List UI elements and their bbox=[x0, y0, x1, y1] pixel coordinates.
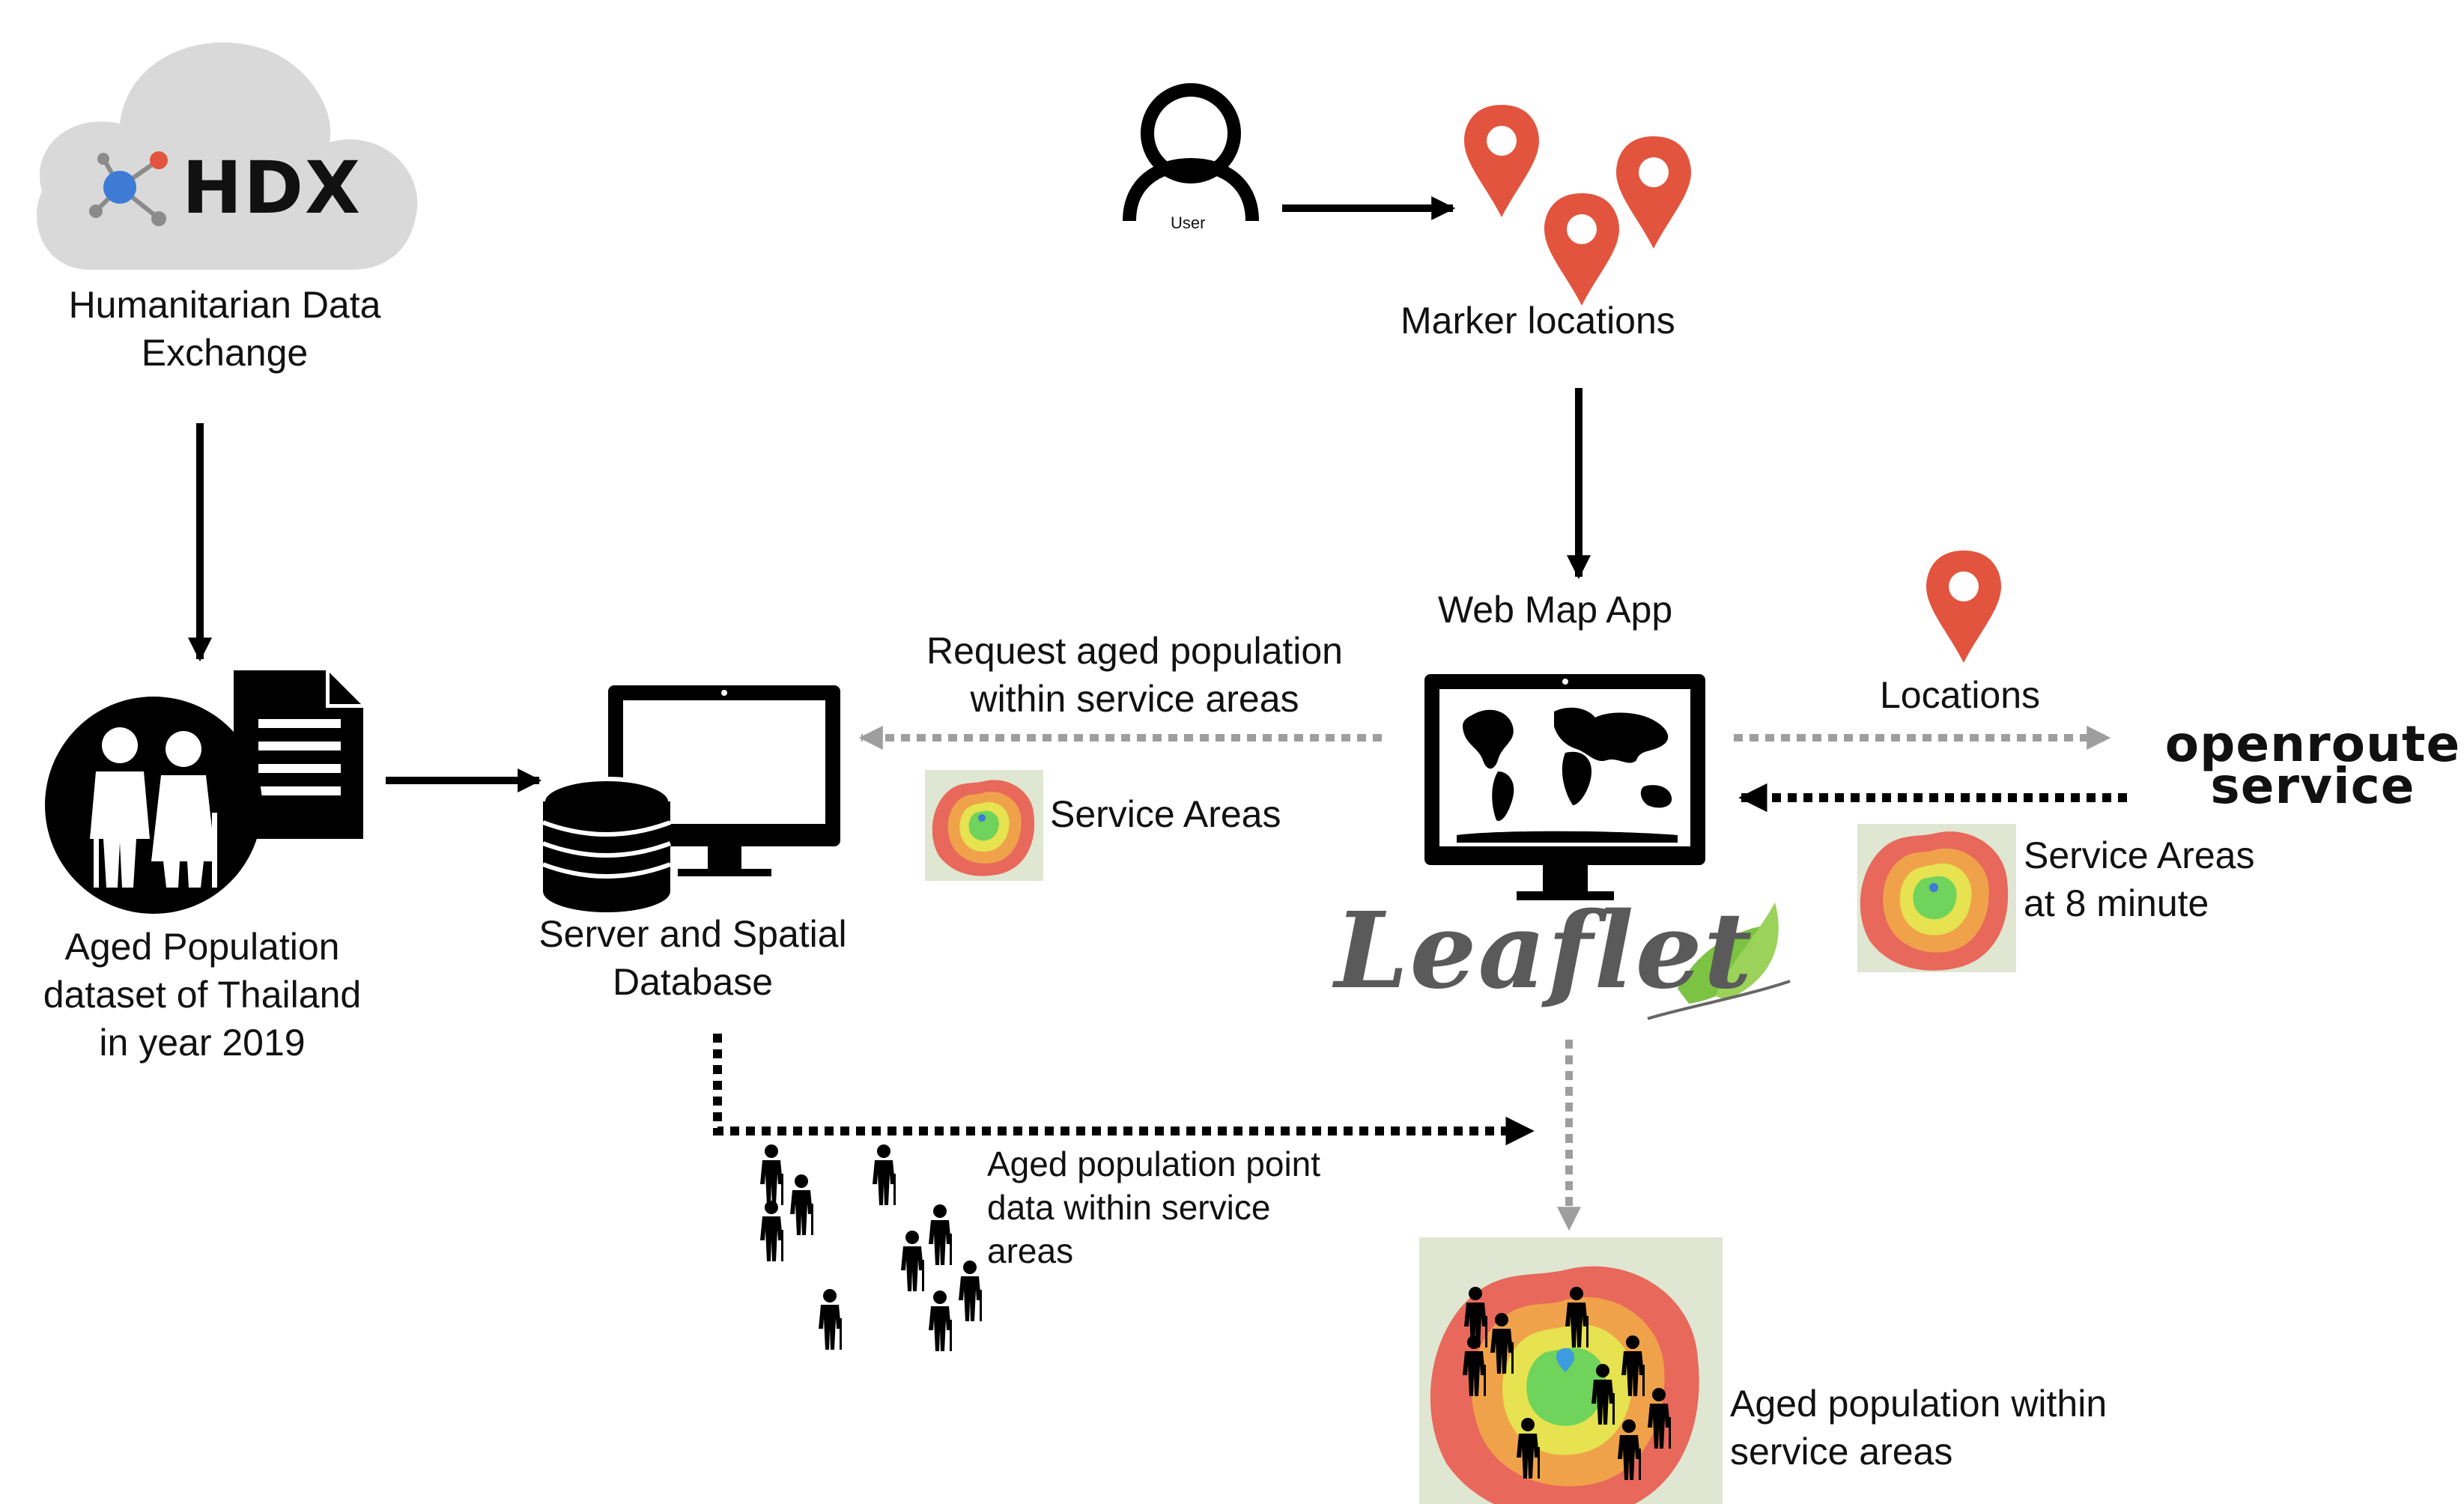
openroute-service-logo: openroute service bbox=[2163, 715, 2463, 815]
marker-locations-label: Marker locations bbox=[1401, 300, 1675, 342]
aged-population-points bbox=[760, 1144, 982, 1351]
database-icon bbox=[541, 777, 673, 912]
service-areas-right-line2: at 8 minute bbox=[2024, 882, 2209, 924]
aged-within-line2: service areas bbox=[1730, 1431, 1953, 1473]
request-line1: Request aged population bbox=[926, 630, 1343, 672]
web-map-monitor-icon bbox=[1424, 674, 1705, 900]
service-areas-left-label: Service Areas bbox=[1050, 793, 1281, 835]
service-areas-thumbnail-left bbox=[925, 770, 1043, 881]
request-caption: Request aged population within service a… bbox=[887, 627, 1382, 723]
openroute-line1: openroute bbox=[2164, 715, 2461, 773]
hdx-caption-line1: Humanitarian Data bbox=[68, 284, 381, 326]
aged-dataset-line1: Aged Population bbox=[64, 926, 340, 968]
user-label: User bbox=[1171, 213, 1206, 232]
aged-points-line1: Aged population point bbox=[987, 1144, 1321, 1183]
aged-dataset-line2: dataset of Thailand bbox=[43, 974, 362, 1016]
service-areas-thumbnail-right bbox=[1857, 824, 2016, 972]
hdx-logo-text: HDX bbox=[182, 146, 362, 230]
hdx-network-icon bbox=[89, 151, 168, 226]
openroute-line2: service bbox=[2210, 757, 2415, 815]
service-areas-right-line1: Service Areas bbox=[2024, 834, 2255, 876]
web-map-app-label: Web Map App bbox=[1438, 589, 1673, 631]
locations-label: Locations bbox=[1880, 674, 2041, 716]
aged-points-line3: areas bbox=[987, 1231, 1074, 1270]
server-line2: Database bbox=[612, 961, 774, 1003]
leaflet-wordmark: Leaflet bbox=[1335, 890, 1754, 1013]
aged-within-line1: Aged population within bbox=[1730, 1383, 2108, 1425]
request-line2: within service areas bbox=[970, 678, 1299, 720]
arrow-server-to-result bbox=[713, 1034, 1535, 1146]
user-icon bbox=[1123, 83, 1259, 222]
elderly-couple-icon bbox=[45, 697, 262, 914]
aged-dataset-line3: in year 2019 bbox=[99, 1022, 306, 1064]
aged-dataset-caption: Aged Population dataset of Thailand in y… bbox=[15, 923, 389, 1067]
hdx-caption: Humanitarian Data Exchange bbox=[45, 281, 404, 377]
leaflet-logo-icon bbox=[1647, 903, 1791, 1020]
service-areas-right-caption: Service Areas at 8 minute bbox=[2024, 831, 2254, 927]
hdx-caption-line2: Exchange bbox=[141, 332, 309, 374]
document-icon bbox=[234, 670, 363, 839]
hdx-cloud-icon bbox=[37, 42, 418, 270]
location-pin-icon bbox=[1926, 551, 2001, 663]
aged-points-line2: data within service bbox=[987, 1188, 1271, 1227]
aged-points-caption: Aged population point data within servic… bbox=[987, 1142, 1320, 1273]
aged-within-caption: Aged population within service areas bbox=[1730, 1380, 2107, 1476]
server-line1: Server and Spatial bbox=[538, 913, 847, 955]
marker-pins-icon bbox=[1464, 105, 1691, 306]
server-caption: Server and Spatial Database bbox=[509, 910, 876, 1006]
